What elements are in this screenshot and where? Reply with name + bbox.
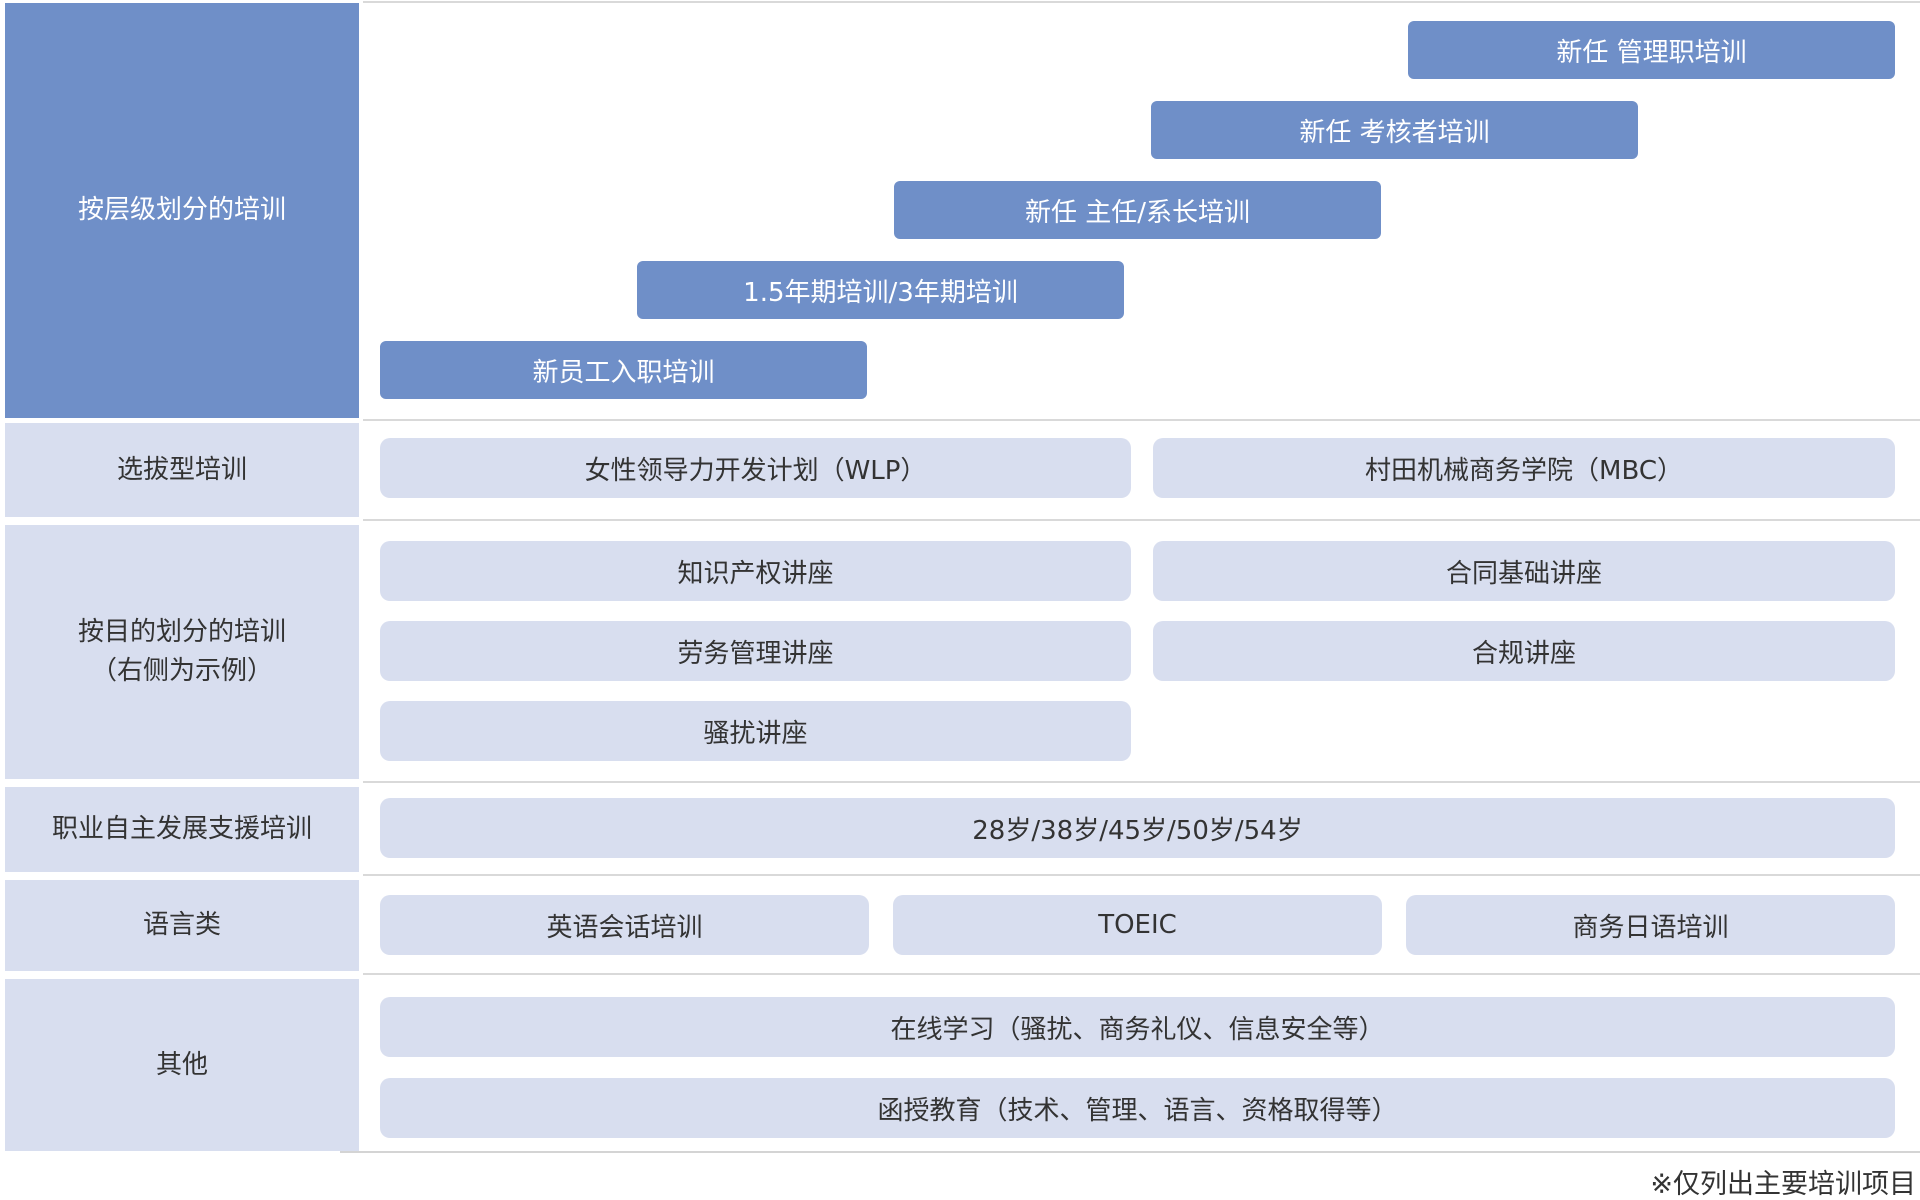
section-label-by-level-text: 按层级划分的培训 [77,195,286,225]
divider-top [363,1,1920,3]
bar-compliance-lecture: 合规讲座 [1153,621,1895,681]
bar-correspondence-education: 函授教育（技术、管理、语言、资格取得等） [380,1078,1895,1138]
bar-label: 28岁/38岁/45岁/50岁/54岁 [972,815,1303,846]
bar-toeic: TOEIC [893,895,1382,955]
divider-bottom [340,1151,1920,1153]
section-label-selective: 选拔型培训 [5,423,359,517]
stair-bar-new-appraiser-training: 新任 考核者培训 [1151,101,1638,159]
bar-label: 知识产权讲座 [677,558,834,589]
bar-label: 女性领导力开发计划（WLP） [584,455,927,486]
bar-harassment-lecture: 骚扰讲座 [380,701,1131,761]
bar-contract-basics-lecture: 合同基础讲座 [1153,541,1895,601]
bar-english-conversation-training: 英语会话培训 [380,895,869,955]
stair-bar-label: 新任 管理职培训 [1556,37,1747,68]
bar-label: 村田机械商务学院（MBC） [1365,455,1683,486]
footnote: ※仅列出主要培训项目 [1650,1169,1916,1200]
bar-business-japanese-training: 商务日语培训 [1406,895,1895,955]
bar-label: 商务日语培训 [1572,912,1729,943]
section-label-selective-text: 选拔型培训 [116,454,247,485]
bar-label: 英语会话培训 [546,912,703,943]
divider-purpose-career [363,781,1920,783]
bar-label: 骚扰讲座 [703,718,808,749]
bar-label: TOEIC [1098,910,1177,940]
by-purpose-line1: 按目的划分的培训 [77,617,286,647]
bar-intellectual-property-lecture: 知识产权讲座 [380,541,1131,601]
bar-age-milestone-training: 28岁/38岁/45岁/50岁/54岁 [380,798,1895,858]
stair-bar-new-chief-section-head-training: 新任 主任/系长培训 [894,181,1381,239]
stair-bar-1-5-and-3-year-training: 1.5年期培训/3年期培训 [637,261,1124,319]
section-label-by-purpose-text: 按目的划分的培训 （右侧为示例） [78,613,286,691]
divider-language-other [363,973,1920,975]
stair-bar-new-employee-training: 新员工入职培训 [380,341,867,399]
bar-mbc-program: 村田机械商务学院（MBC） [1153,438,1895,498]
bar-label: 劳务管理讲座 [677,638,834,669]
section-label-other-text: 其他 [155,1049,208,1080]
bar-wlp-program: 女性领导力开发计划（WLP） [380,438,1131,498]
divider-selective-purpose [363,519,1920,521]
stair-bar-label: 1.5年期培训/3年期培训 [743,277,1018,308]
section-label-career-support: 职业自主发展支援培训 [5,787,359,872]
bar-label: 合规讲座 [1471,638,1576,669]
section-label-other: 其他 [5,979,359,1151]
bar-label: 函授教育（技术、管理、语言、资格取得等） [877,1095,1398,1126]
section-label-by-purpose: 按目的划分的培训 （右侧为示例） [5,525,359,779]
stair-bar-label: 新任 主任/系长培训 [1024,197,1251,228]
divider-level-selective [363,419,1920,421]
divider-career-language [363,874,1920,876]
stair-bar-label: 新员工入职培训 [532,357,715,388]
stair-bar-label: 新任 考核者培训 [1299,117,1490,148]
section-label-by-level: 按层级划分的培训 [5,3,359,418]
section-label-language: 语言类 [5,880,359,971]
bar-elearning: 在线学习（骚扰、商务礼仪、信息安全等） [380,997,1895,1057]
section-label-career-support-text: 职业自主发展支援培训 [51,814,312,844]
stair-bar-new-manager-training: 新任 管理职培训 [1408,21,1895,79]
section-label-language-text: 语言类 [142,910,221,940]
bar-label: 在线学习（骚扰、商务礼仪、信息安全等） [890,1014,1385,1045]
bar-label: 合同基础讲座 [1445,558,1602,589]
by-purpose-line2: （右侧为示例） [90,656,273,686]
bar-labor-management-lecture: 劳务管理讲座 [380,621,1131,681]
